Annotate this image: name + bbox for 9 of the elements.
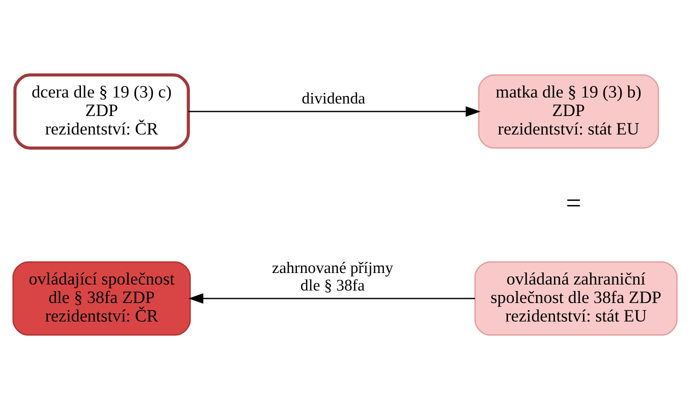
label: = <box>566 187 582 218</box>
node-box: ovládající společnost dle § 38fa ZDP rezidentství: ČR <box>12 260 191 336</box>
node-box: matka dle § 19 (3) b) ZDP rezidentství: stát EU <box>478 74 659 148</box>
node-box: dcera dle § 19 (3) c) ZDP rezidentství: ČR <box>13 72 190 150</box>
node-box: ovládaná zahraniční společnost dle 38fa ZDP rezidentství: stát EU <box>474 260 678 336</box>
edge-label: zahrnované příjmy dle § 38fa <box>272 259 394 294</box>
arrow <box>188 106 481 116</box>
edge-label: dividenda <box>302 90 366 107</box>
arrow <box>188 292 475 304</box>
